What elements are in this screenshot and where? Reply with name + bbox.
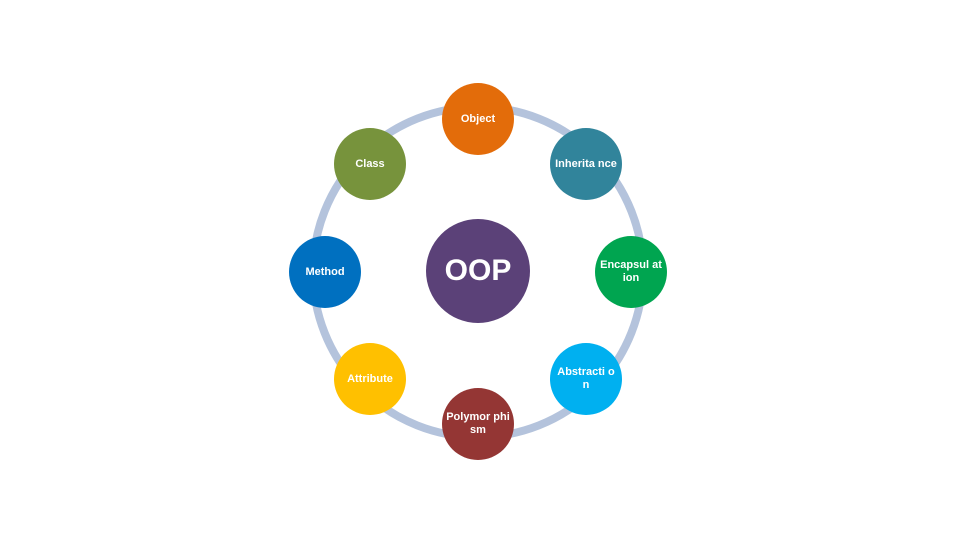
node-polymorphism: Polymor phism xyxy=(442,388,514,460)
node-label: Encapsul ation xyxy=(600,259,662,284)
node-label: Class xyxy=(355,157,385,170)
node-label: Method xyxy=(305,265,345,278)
node-label: Polymor phism xyxy=(446,411,510,436)
node-abstraction: Abstracti on xyxy=(550,343,622,415)
node-label: Inherita nce xyxy=(555,157,617,170)
node-encapsulation: Encapsul ation xyxy=(595,236,667,308)
node-label: Abstracti on xyxy=(557,366,615,391)
center-label: OOP xyxy=(444,254,512,287)
node-method: Method xyxy=(289,236,361,308)
node-class: Class xyxy=(334,128,406,200)
node-label: Object xyxy=(460,112,496,125)
center-node-oop: OOP xyxy=(426,219,530,323)
node-attribute: Attribute xyxy=(334,343,406,415)
node-object: Object xyxy=(442,83,514,155)
node-label: Attribute xyxy=(347,372,393,385)
node-inheritance: Inherita nce xyxy=(550,128,622,200)
